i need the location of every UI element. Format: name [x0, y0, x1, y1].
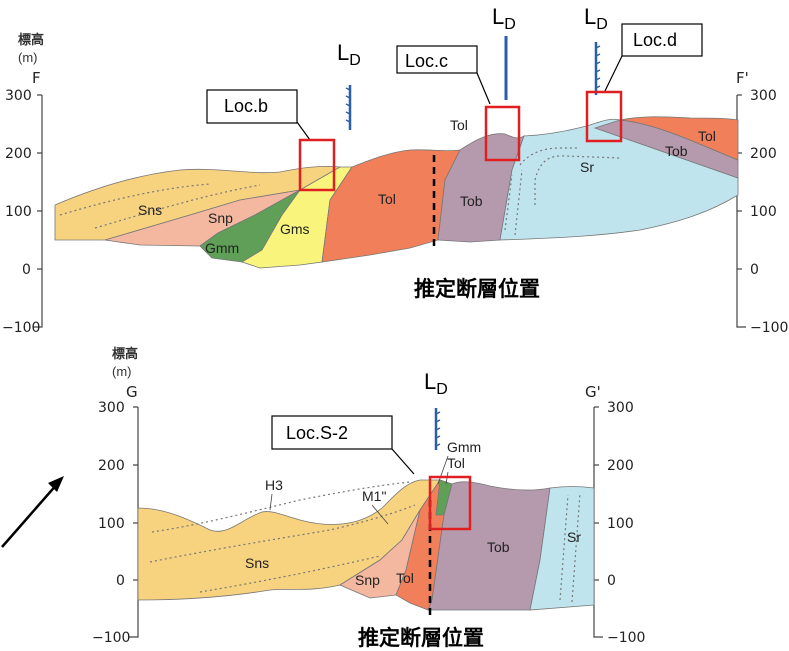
tick-label: −100 [750, 320, 788, 336]
bedding-line [94, 184, 261, 229]
ld-label: LD [337, 40, 361, 69]
ld-label: LD [584, 4, 608, 33]
bedding-line [504, 174, 513, 231]
tick-label: 100 [98, 516, 125, 532]
bedding-line [151, 481, 411, 533]
unit-label: Sr [580, 159, 594, 175]
tick-label: 0 [116, 573, 125, 589]
bedding-line [199, 555, 381, 593]
unit-sns [54, 165, 342, 241]
unit-label: Tol [698, 128, 716, 144]
section-g: 標高 (m) G G' 300 200 100 0 −100 300 200 1… [92, 346, 645, 650]
tick-label: 200 [607, 458, 634, 474]
elevation-axis-unit: (m) [112, 364, 132, 379]
ld-marker-1 [345, 85, 352, 130]
unit-label: Tol [396, 570, 414, 586]
tick-label: 100 [750, 204, 777, 220]
terrace-label: H3 [265, 477, 283, 493]
tick-label: 100 [607, 516, 634, 532]
loc-d-callout [585, 23, 703, 143]
section-right-end-label: G' [585, 383, 601, 401]
unit-sr [529, 486, 595, 611]
section-right-end-label: F' [736, 69, 749, 87]
unit-label: Snp [208, 210, 233, 226]
unit-label: Gmm [447, 439, 481, 455]
leader-line [269, 493, 273, 511]
ld-label: LD [492, 4, 516, 33]
leader-line [371, 504, 389, 525]
tick-label: 300 [750, 88, 777, 104]
unit-label: Tol [378, 191, 396, 207]
inferred-fault-label: 推定断層位置 [358, 626, 484, 650]
ld-label: LD [424, 369, 448, 398]
unit-label: Tol [450, 117, 468, 133]
right-elevation-axis [593, 407, 603, 638]
left-elevation-axis [129, 407, 139, 638]
unit-sns [137, 479, 441, 601]
tick-label: 300 [607, 400, 634, 416]
bedding-line [59, 183, 211, 216]
tick-label: 300 [98, 400, 125, 416]
tick-label: 0 [750, 262, 759, 278]
loc-c-callout [396, 45, 521, 162]
tick-label: −100 [92, 630, 130, 646]
tick-label: 0 [607, 573, 616, 589]
bedding-line [571, 492, 581, 603]
left-elevation-axis [33, 95, 43, 328]
unit-label: Tob [460, 193, 483, 209]
section-left-end-label: F [32, 69, 41, 87]
loc-s2-callout [271, 415, 472, 531]
ld-marker-3 [594, 42, 601, 95]
elevation-axis-unit: (m) [18, 50, 38, 65]
elevation-axis-title: 標高 [112, 346, 138, 362]
unit-label: Sns [138, 202, 162, 218]
unit-label: Snp [355, 572, 380, 588]
bedding-line [519, 147, 580, 166]
tick-label: 200 [98, 458, 125, 474]
section-left-end-label: G [126, 383, 138, 401]
section-f: 標高 (m) F F' 300 200 100 0 −100 300 200 1… [2, 4, 788, 336]
bedding-line [514, 169, 523, 236]
leader-line [437, 455, 449, 485]
terrace-label: M1" [362, 488, 386, 504]
inferred-fault-label: 推定断層位置 [414, 277, 540, 301]
unit-label: Gms [280, 221, 310, 237]
loc-b-callout [206, 89, 336, 192]
loc-s2-label: Loc.S-2 [286, 423, 348, 443]
unit-label: Tol [447, 455, 465, 471]
tick-label: 300 [5, 88, 32, 104]
tick-label: 0 [22, 262, 31, 278]
unit-label: Tob [487, 539, 510, 555]
arrow [1, 476, 64, 548]
unit-label: Sr [567, 529, 581, 545]
tick-label: 200 [750, 146, 777, 162]
unit-label: Gmm [205, 240, 239, 256]
tick-label: 100 [5, 204, 32, 220]
unit-tol-main [321, 149, 461, 263]
unit-tol-upper [619, 116, 739, 161]
ld-marker [434, 408, 441, 450]
bedding-line [149, 504, 416, 563]
loc-b-label: Loc.b [224, 96, 268, 116]
bedding-line [534, 155, 621, 205]
unit-label: Sns [245, 555, 269, 571]
loc-d-label: Loc.d [633, 30, 677, 50]
loc-c-label: Loc.c [405, 51, 448, 71]
elevation-axis-title: 標高 [18, 32, 44, 48]
unit-label: Tob [665, 143, 688, 159]
tick-label: −100 [607, 630, 645, 646]
tick-label: 200 [5, 146, 32, 162]
tick-label: −100 [2, 320, 40, 336]
